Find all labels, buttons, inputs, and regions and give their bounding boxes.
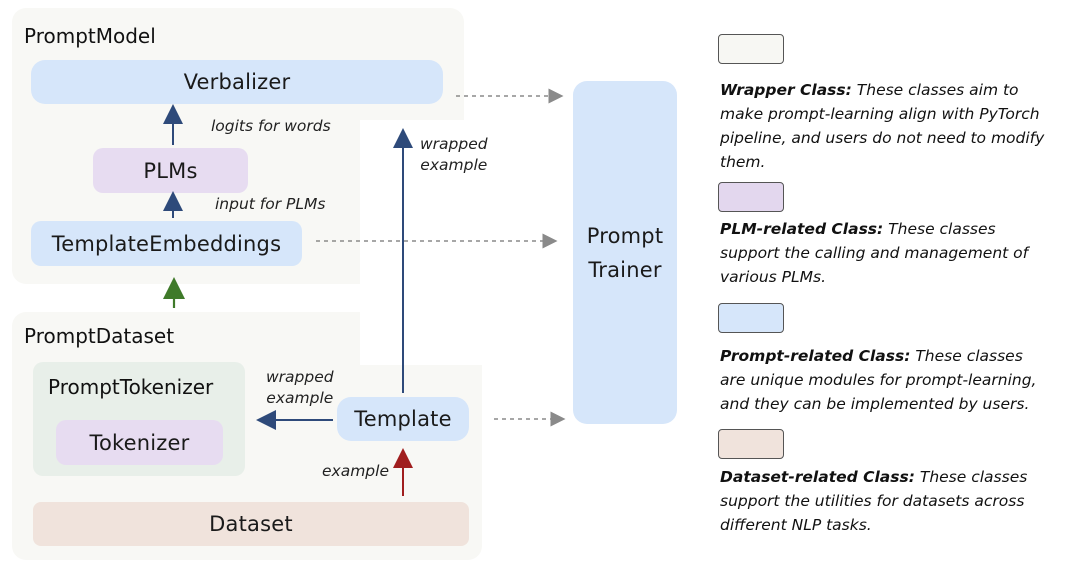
legend-desc-dataset: These classes support the utilities for … [720, 468, 1028, 534]
prompt-dataset-title: PromptDataset [24, 324, 175, 348]
legend-desc-plm: These classes support the calling and ma… [720, 220, 1029, 286]
legend-title-wrapper: Wrapper Class: [720, 81, 852, 99]
prompt-trainer-label-line1: Prompt [586, 223, 664, 248]
prompt-tokenizer-title: PromptTokenizer [48, 375, 214, 399]
wrapped-example-top-label: wrapped example [420, 134, 488, 176]
wrapped-example-left-label: wrapped example [266, 367, 334, 409]
template-embeddings-box[interactable]: TemplateEmbeddings [31, 221, 302, 266]
template-box[interactable]: Template [337, 397, 469, 441]
legend-desc-wrapper: These classes aim to make prompt-learnin… [720, 81, 1045, 171]
legend-title-prompt: Prompt-related Class: [720, 347, 911, 365]
legend-title-dataset: Dataset-related Class: [720, 468, 915, 486]
legend-title-plm: PLM-related Class: [720, 220, 884, 238]
prompt-model-title: PromptModel [24, 24, 156, 48]
wrapped-example-top-line1: wrapped [420, 135, 488, 153]
legend-swatch-wrapper [718, 34, 784, 64]
white-cutout [360, 120, 484, 365]
wrapped-example-top-line2: example [420, 156, 488, 174]
example-label: example [322, 462, 389, 480]
verbalizer-box[interactable]: Verbalizer [31, 60, 443, 104]
prompt-trainer-box[interactable]: Prompt Trainer [573, 81, 677, 424]
legend-text-plm: PLM-related Class: These classes support… [720, 217, 1050, 289]
wrapped-example-left-line1: wrapped [266, 368, 334, 386]
tokenizer-box[interactable]: Tokenizer [56, 420, 223, 465]
legend-text-wrapper: Wrapper Class: These classes aim to make… [720, 78, 1050, 174]
legend-swatch-plm [718, 182, 784, 212]
plms-box[interactable]: PLMs [93, 148, 248, 193]
input-for-plms-label: input for PLMs [215, 195, 326, 213]
legend-swatch-prompt [718, 303, 784, 333]
dataset-box[interactable]: Dataset [33, 502, 469, 546]
legend-desc-prompt: These classes are unique modules for pro… [720, 347, 1037, 413]
legend-text-dataset: Dataset-related Class: These classes sup… [720, 465, 1050, 537]
legend-swatch-dataset [718, 429, 784, 459]
legend-text-prompt: Prompt-related Class: These classes are … [720, 344, 1050, 416]
prompt-trainer-label-line2: Trainer [588, 257, 662, 282]
logits-for-words-label: logits for words [211, 117, 331, 135]
wrapped-example-left-line2: example [266, 389, 334, 407]
